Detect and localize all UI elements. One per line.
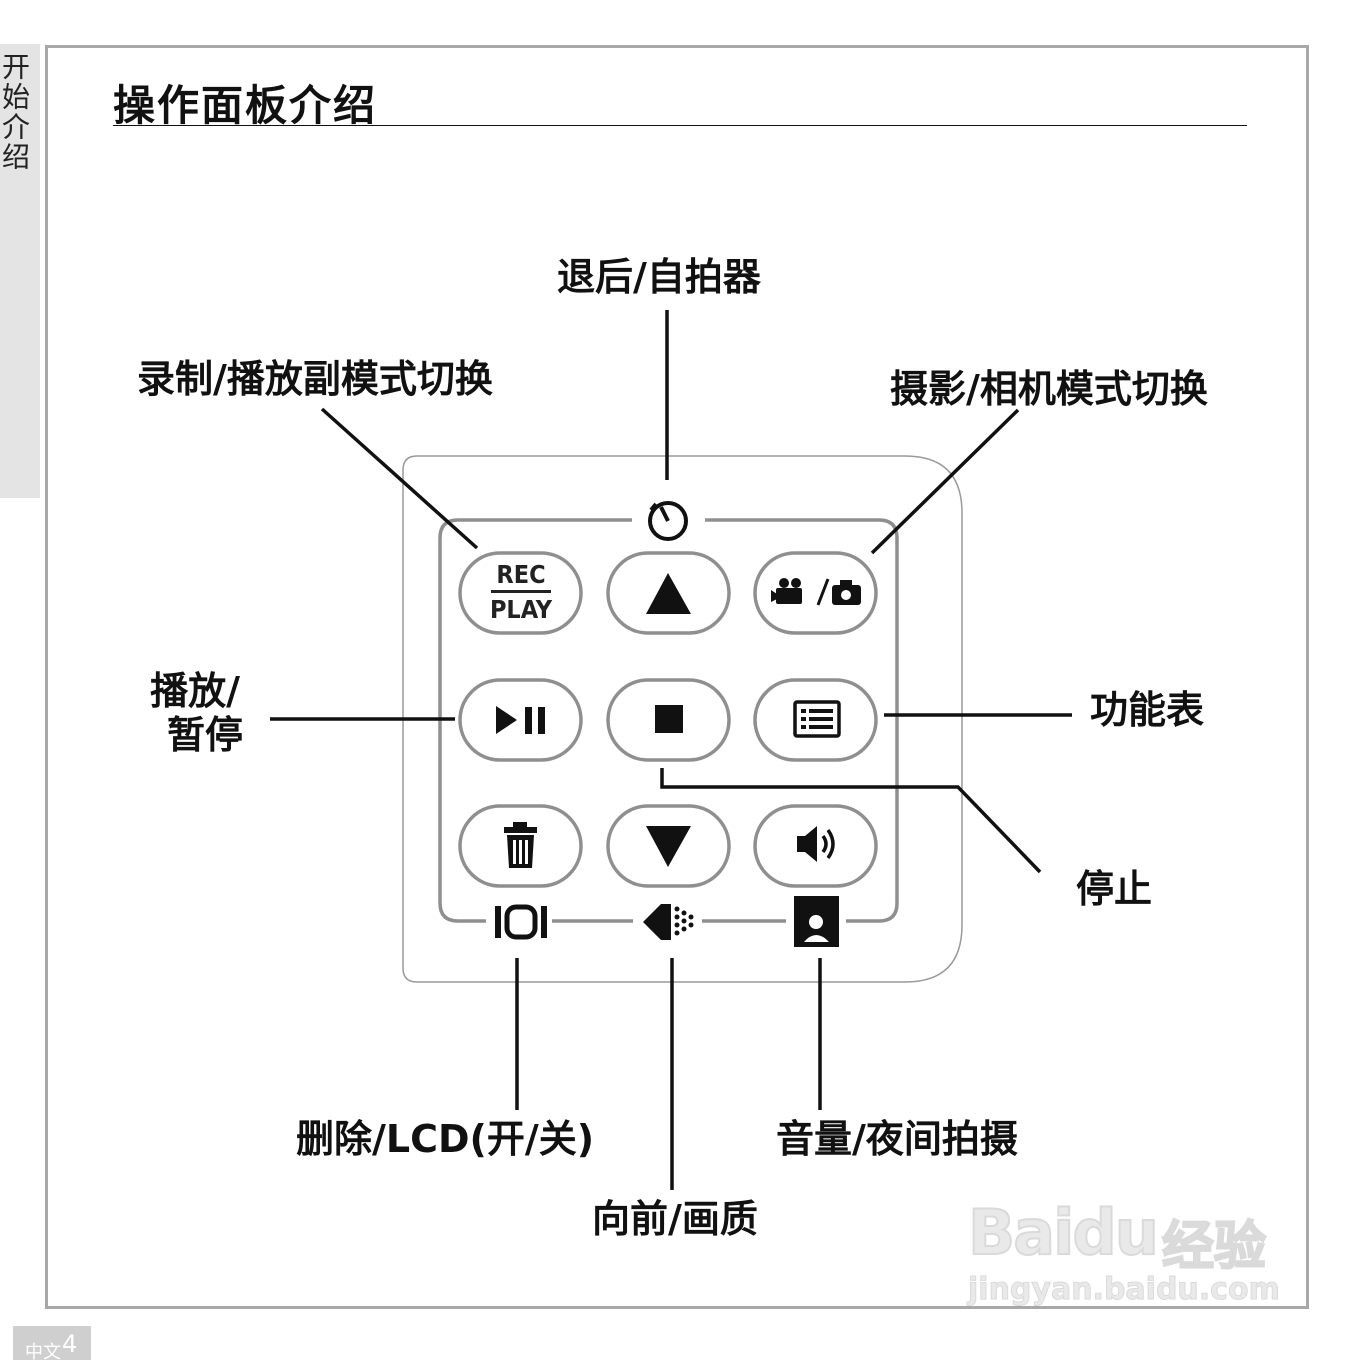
play-text: PLAY xyxy=(489,595,553,624)
volume-button[interactable] xyxy=(753,804,878,888)
mode-switch-button[interactable] xyxy=(753,551,878,635)
page-title: 操作面板介绍 xyxy=(113,81,378,130)
rec-play-divider xyxy=(491,590,551,593)
menu-list-icon xyxy=(793,700,841,738)
trash-icon xyxy=(504,822,537,868)
side-section-label: 开始介绍 xyxy=(0,52,31,172)
rec-text: REC xyxy=(496,560,546,589)
page-language: 中文 xyxy=(25,1342,61,1363)
label-play-pause-line1: 播放/ xyxy=(150,669,240,713)
leader-stop xyxy=(660,768,1042,874)
quality-icon xyxy=(643,904,694,940)
stop-button[interactable] xyxy=(606,678,731,762)
leader-rec-play xyxy=(320,407,479,550)
down-forward-button[interactable] xyxy=(606,804,731,888)
stop-square-icon xyxy=(655,705,683,733)
video-camera-photo-icon xyxy=(771,578,861,606)
lcd-toggle-icon xyxy=(495,904,547,940)
watermark-cn: 经验 xyxy=(1161,1216,1267,1278)
page-frame xyxy=(45,45,1309,1309)
title-rule xyxy=(113,125,1247,126)
label-menu: 功能表 xyxy=(1090,688,1205,732)
up-back-button[interactable] xyxy=(606,551,731,635)
label-rec-play-switch: 录制/播放副模式切换 xyxy=(137,357,493,401)
watermark-url: jingyan.baidu.com xyxy=(968,1272,1281,1308)
leader-mode xyxy=(870,408,1020,555)
rec-play-button[interactable] xyxy=(458,551,583,635)
label-volume-night: 音量/夜间拍摄 xyxy=(776,1117,1018,1161)
menu-button[interactable] xyxy=(753,678,878,762)
label-back-self-timer: 退后/自拍器 xyxy=(557,255,761,299)
triangle-up-icon xyxy=(646,573,691,614)
play-pause-button[interactable] xyxy=(458,678,583,762)
speaker-icon xyxy=(797,826,835,862)
delete-button[interactable] xyxy=(458,804,583,888)
label-delete-lcd: 删除/LCD(开/关) xyxy=(296,1117,595,1161)
self-timer-icon xyxy=(648,501,688,541)
side-section-tab: 开始介绍 xyxy=(0,44,40,498)
page-number: 4 xyxy=(62,1330,78,1358)
baidu-jingyan-watermark: Baidu 经验 jingyan.baidu.com xyxy=(962,1160,1282,1310)
page-number-tab: 中文 4 xyxy=(13,1326,91,1363)
play-pause-icon xyxy=(496,706,545,734)
label-forward-quality: 向前/画质 xyxy=(592,1197,758,1241)
triangle-down-icon xyxy=(646,826,691,867)
panel-outline xyxy=(402,455,963,983)
label-play-pause: 播放/ 暂停 xyxy=(147,669,244,757)
label-stop: 停止 xyxy=(1076,867,1153,911)
label-video-camera-switch: 摄影/相机模式切换 xyxy=(890,367,1208,411)
label-play-pause-line2: 暂停 xyxy=(167,712,244,757)
rec-play-icon: REC PLAY xyxy=(480,560,562,628)
night-portrait-icon xyxy=(794,896,839,947)
watermark-brand: Baidu xyxy=(967,1195,1160,1270)
